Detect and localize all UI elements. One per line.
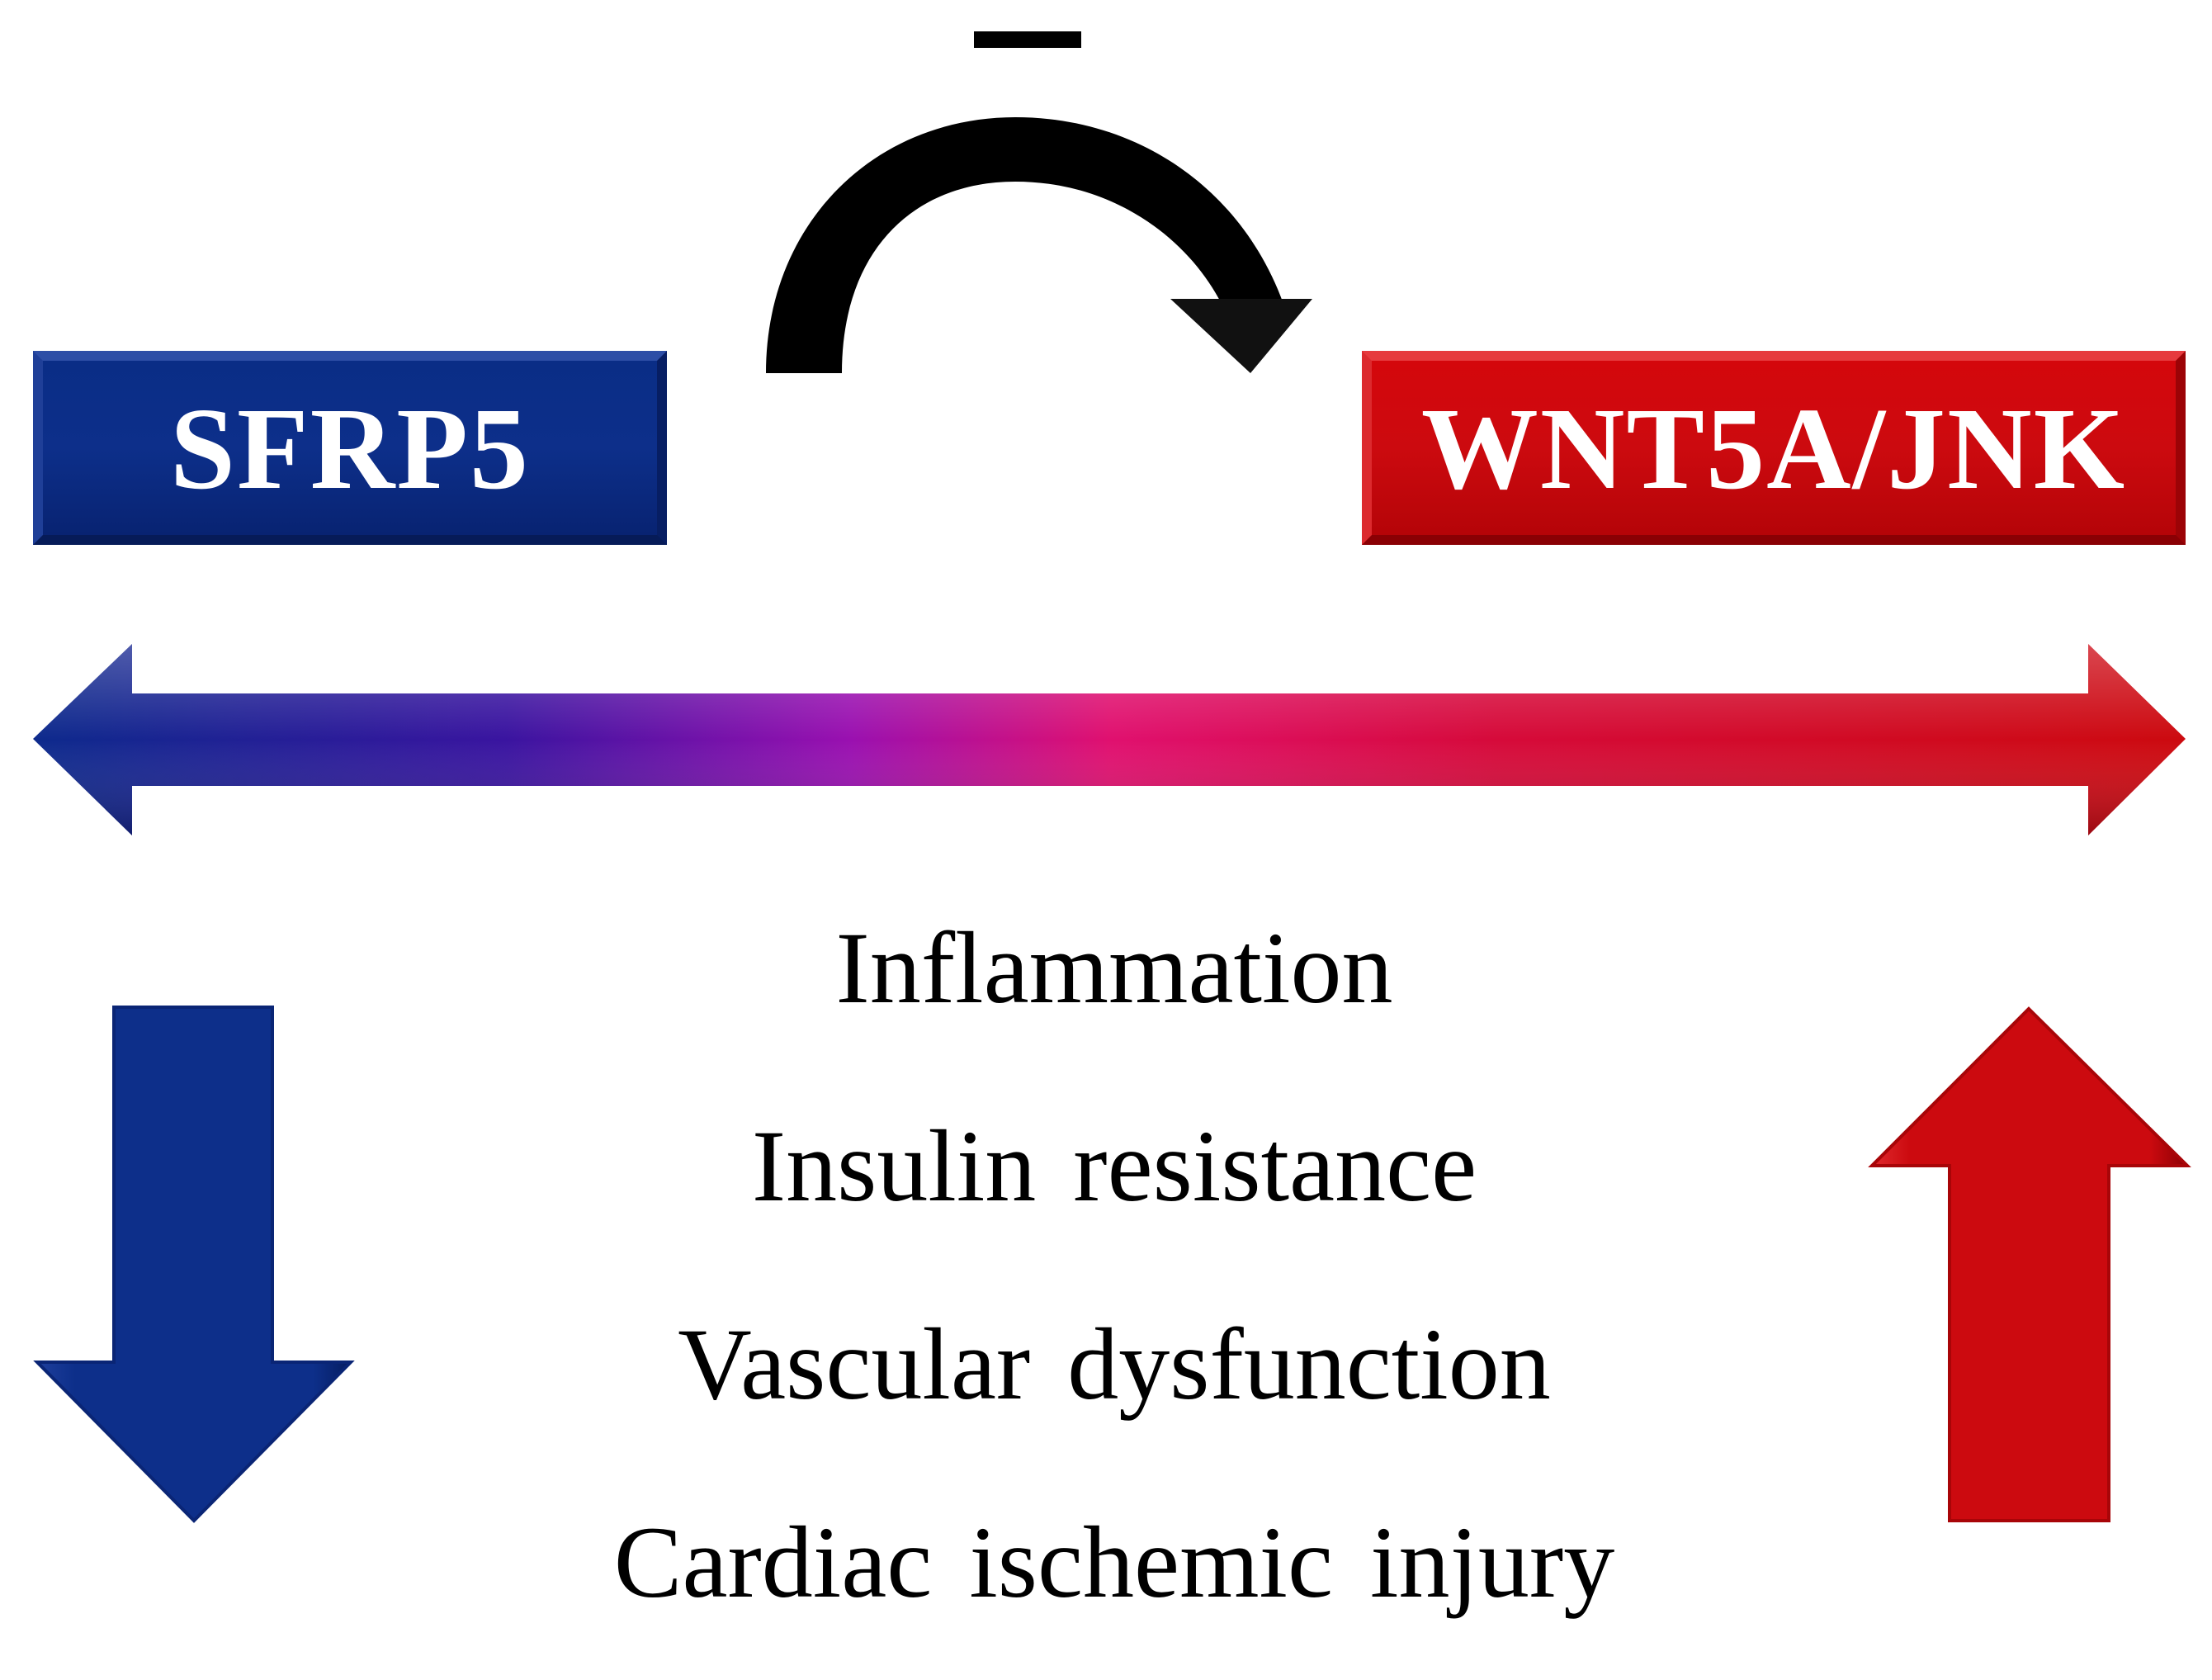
effect-inflammation: Inflammation [835, 911, 1393, 1025]
wnt5a-jnk-label: WNT5A/JNK [1420, 382, 2127, 513]
wnt5a-jnk-box: WNT5A/JNK [1362, 351, 2186, 545]
down-arrow-shape [33, 1006, 355, 1523]
effect-cardiac-ischemic-injury: Cardiac ischemic injury [613, 1506, 1615, 1619]
up-arrow-shape [1868, 1006, 2191, 1522]
curved-arrow-body [766, 117, 1283, 373]
double-arrow-shading [33, 644, 2186, 835]
sfrp5-box: SFRP5 [33, 351, 667, 545]
sfrp5-label: SFRP5 [170, 382, 530, 513]
curved-arrow-head [1170, 299, 1312, 373]
effect-vascular-dysfunction: Vascular dysfunction [678, 1308, 1551, 1421]
inhibition-minus-sign [974, 31, 1081, 48]
effect-insulin-resistance: Insulin resistance [751, 1110, 1477, 1223]
effects-list: Inflammation Insulin resistance Vascular… [495, 887, 1733, 1680]
